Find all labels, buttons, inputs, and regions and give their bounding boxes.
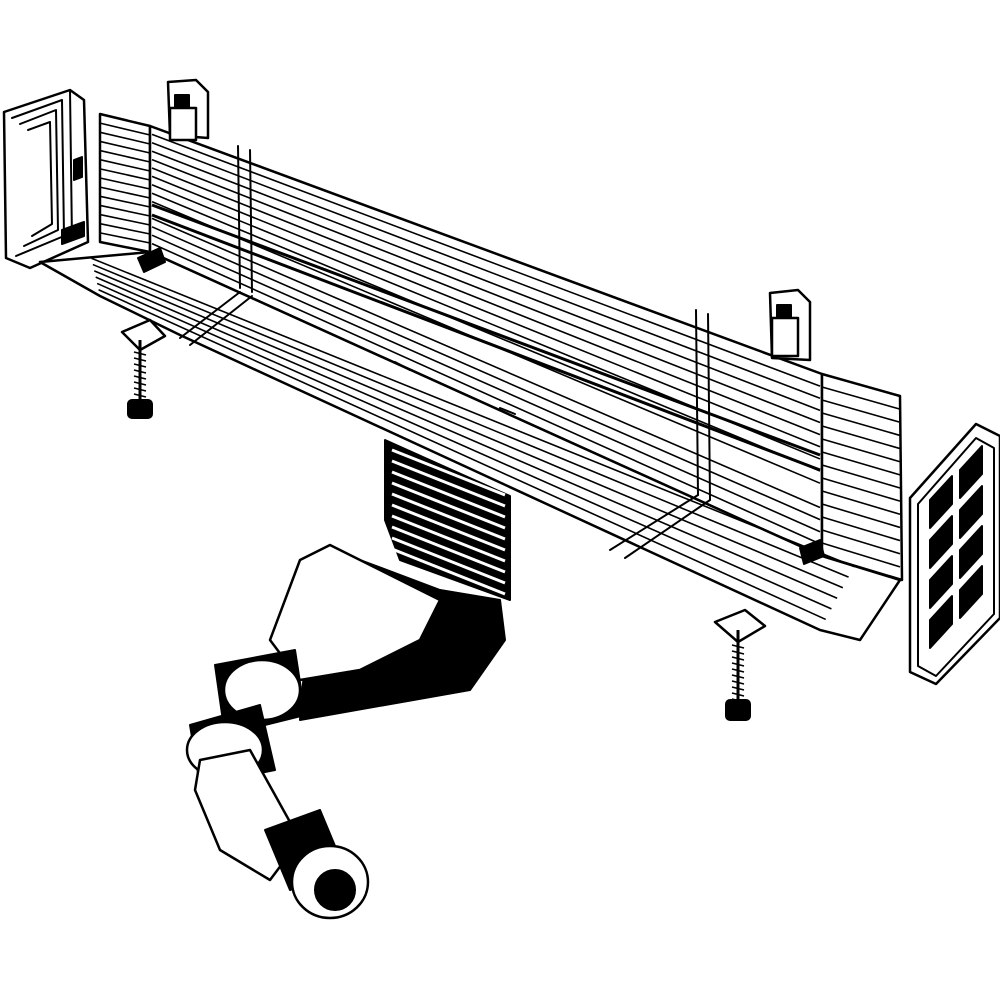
drain-rib xyxy=(391,503,506,552)
rib-line xyxy=(96,282,832,610)
mounting-bracket-left xyxy=(166,78,210,142)
rib-line xyxy=(98,288,827,621)
leveling-foot-left xyxy=(120,318,167,419)
grate-cell xyxy=(959,525,983,579)
screw-thread xyxy=(731,692,745,697)
rib-line xyxy=(99,195,151,208)
screw-thread xyxy=(731,662,745,667)
screw-thread xyxy=(731,668,745,673)
rib-line xyxy=(92,263,849,578)
drain-rib xyxy=(391,470,506,519)
right-end-grate xyxy=(908,422,1000,686)
grate-cell xyxy=(959,565,983,619)
drain-rib xyxy=(391,448,506,497)
rib-line xyxy=(821,425,901,450)
rib-line xyxy=(99,149,151,163)
mounting-bracket-right xyxy=(768,288,812,362)
rib-line xyxy=(93,270,844,589)
rib-line xyxy=(821,464,901,489)
rib-line xyxy=(99,131,151,145)
grate-cell xyxy=(929,515,953,569)
rib-line xyxy=(99,186,151,199)
screw-thread xyxy=(731,686,745,691)
drain-rib xyxy=(391,481,506,530)
uprights xyxy=(179,145,711,559)
grate-cell xyxy=(929,475,953,529)
screw-thread xyxy=(133,387,147,392)
rib-line xyxy=(95,276,838,600)
rib-line xyxy=(99,177,151,190)
rib-line xyxy=(821,516,901,542)
rib-line xyxy=(99,140,151,154)
screw-thread xyxy=(133,369,147,374)
screw-thread xyxy=(731,674,745,679)
drain-rib xyxy=(391,547,506,596)
screw-thread xyxy=(731,656,745,661)
screw-thread xyxy=(133,363,147,368)
rib-line xyxy=(151,242,821,545)
rib-line xyxy=(821,542,901,568)
rib-line xyxy=(821,477,901,502)
rib-line xyxy=(99,213,151,226)
grate-cell xyxy=(959,445,983,499)
rib-line xyxy=(821,451,901,476)
drain-rib xyxy=(391,492,506,541)
drain-rib xyxy=(391,536,506,585)
drain-rib xyxy=(391,525,506,574)
screw-thread xyxy=(133,381,147,386)
grate-cell xyxy=(959,485,983,539)
screw-thread xyxy=(133,351,147,356)
rib-line xyxy=(99,122,151,136)
rib-line xyxy=(821,399,901,424)
grate-cell xyxy=(929,555,953,609)
rib-line xyxy=(821,386,901,410)
drain-body: viega xyxy=(268,439,511,721)
left-back-panel xyxy=(98,112,152,254)
leveling-foot-right xyxy=(713,608,767,721)
rib-line xyxy=(821,490,901,516)
grate-cell xyxy=(929,595,953,649)
screw-thread xyxy=(133,357,147,362)
rib-line xyxy=(151,234,821,533)
rib-line xyxy=(821,503,901,529)
screw-thread xyxy=(731,650,745,655)
rib-line xyxy=(821,438,901,463)
rib-line xyxy=(99,222,151,235)
rib-line xyxy=(821,529,901,555)
rib-line xyxy=(99,204,151,217)
screw-thread xyxy=(731,680,745,685)
rib-line xyxy=(821,412,901,437)
rib-line xyxy=(99,158,151,172)
screw-thread xyxy=(133,393,147,398)
rib-line xyxy=(99,168,151,181)
screw-thread xyxy=(133,375,147,380)
trough-floor xyxy=(38,250,902,642)
clips xyxy=(137,247,825,565)
drain-rib xyxy=(391,459,506,508)
left-end-cap xyxy=(2,88,90,270)
screw-thread xyxy=(731,644,745,649)
rib-line xyxy=(151,226,821,521)
rib-line xyxy=(99,232,151,244)
drain-rib xyxy=(391,514,506,563)
outlet-pipe xyxy=(185,649,370,920)
right-back-panel xyxy=(820,372,904,582)
